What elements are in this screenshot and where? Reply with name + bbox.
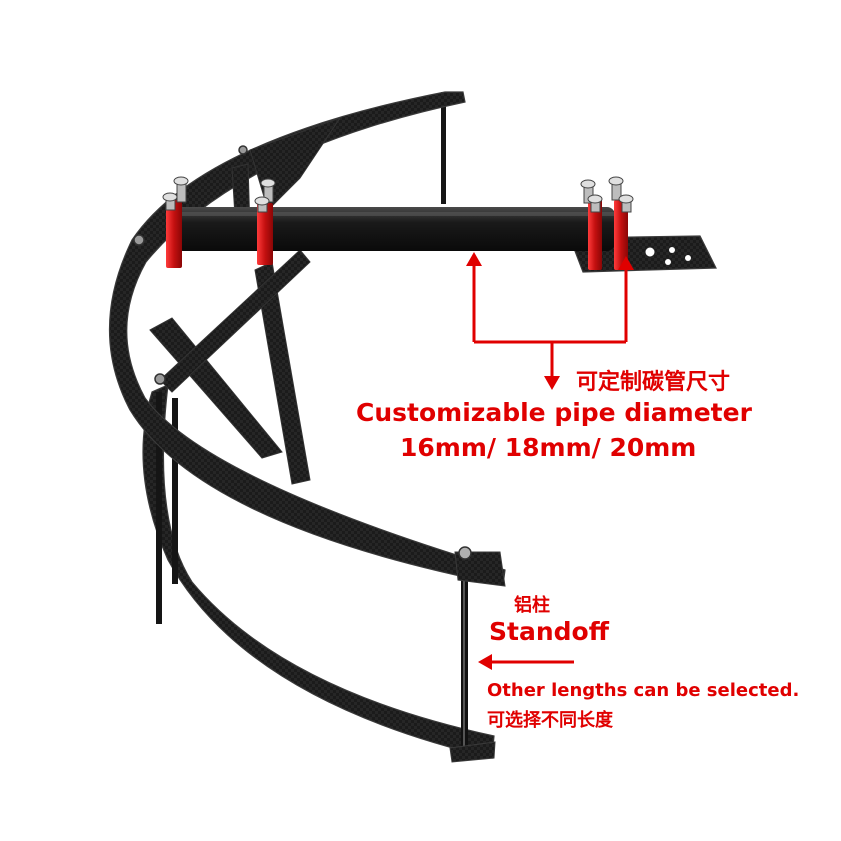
standoff-label: Standoff (489, 617, 609, 646)
pipe-size-label-cn: 可定制碳管尺寸 (576, 370, 731, 395)
standoff-arrow (478, 654, 574, 670)
pipe-diameter-arrows (472, 262, 628, 378)
standoff-label-cn: 铝柱 (514, 595, 550, 616)
pipe-diameter-label: Customizable pipe diameter (356, 398, 752, 427)
ring-screws (133, 145, 472, 560)
pipe-sizes-label: 16mm/ 18mm/ 20mm (400, 433, 697, 462)
pipe-arrow-heads (466, 252, 634, 390)
lengths-note-cn: 可选择不同长度 (487, 710, 613, 731)
red-clamps (166, 198, 628, 270)
lengths-note: Other lengths can be selected. (487, 680, 800, 701)
clamp-bolts (162, 176, 634, 213)
carbon-pipe (175, 207, 615, 251)
